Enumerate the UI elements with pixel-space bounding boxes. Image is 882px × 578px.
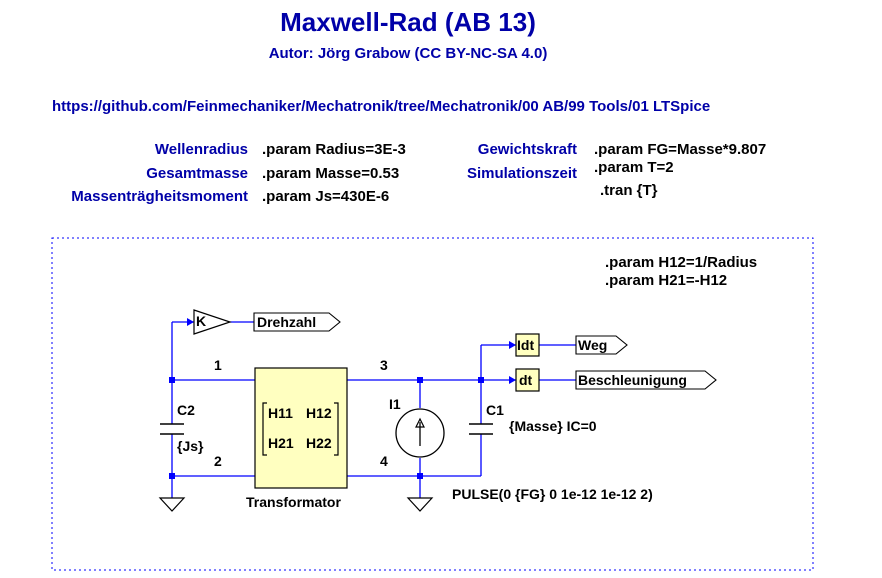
author-line: Autor: Jörg Grabow (CC BY-NC-SA 4.0) xyxy=(268,45,548,62)
h-param-2[interactable]: .param H21=-H12 xyxy=(605,272,728,289)
schematic-frame xyxy=(51,237,814,571)
c2-name[interactable]: C2 xyxy=(177,402,195,418)
simzeit-label: Simulationszeit xyxy=(466,165,577,182)
node-3-label: 3 xyxy=(380,357,388,373)
i1-value[interactable]: PULSE(0 {FG} 0 1e-12 1e-12 2) xyxy=(452,486,653,502)
differentiator-label[interactable]: dt xyxy=(519,372,533,388)
net-label-drehzahl[interactable]: Drehzahl xyxy=(257,314,317,330)
node-4-label: 4 xyxy=(380,453,388,469)
h-param-1[interactable]: .param H12=1/Radius xyxy=(605,254,758,271)
wellenradius-label: Wellenradius xyxy=(154,141,248,158)
current-source-i1 xyxy=(395,408,445,458)
gewichtskraft-param[interactable]: .param FG=Masse*9.807 xyxy=(594,141,767,158)
gain-block-k xyxy=(193,309,232,335)
matrix-h12: H12 xyxy=(306,405,332,421)
net-label-weg-shape xyxy=(575,335,628,355)
net-label-weg[interactable]: Weg xyxy=(578,337,608,353)
repository-url[interactable]: https://github.com/Feinmechaniker/Mechat… xyxy=(52,98,711,115)
matrix-h21: H21 xyxy=(268,435,294,451)
i1-name[interactable]: I1 xyxy=(389,396,401,412)
gewichtskraft-label: Gewichtskraft xyxy=(477,141,577,158)
page-title: Maxwell-Rad (AB 13) xyxy=(280,7,536,37)
capacitor-c1 xyxy=(469,423,493,435)
c2-value[interactable]: {Js} xyxy=(177,438,204,454)
net-label-drehzahl-shape xyxy=(253,312,341,332)
integrator-block xyxy=(515,333,540,357)
gain-label: K xyxy=(196,313,207,329)
node-dots xyxy=(169,377,484,479)
net-label-beschleunigung[interactable]: Beschleunigung xyxy=(578,372,687,388)
matrix-h22: H22 xyxy=(306,435,332,451)
differentiator-block xyxy=(515,368,540,392)
transformer-label[interactable]: Transformator xyxy=(246,494,341,510)
node-1-label: 1 xyxy=(214,357,222,373)
traegheit-label: Massenträgheitsmoment xyxy=(71,188,248,205)
node-2-label: 2 xyxy=(214,453,222,469)
c1-value[interactable]: {Masse} IC=0 xyxy=(509,418,597,434)
wires xyxy=(171,321,576,498)
ground-symbols xyxy=(158,497,434,512)
capacitor-c2 xyxy=(160,423,184,435)
wellenradius-param[interactable]: .param Radius=3E-3 xyxy=(262,141,406,158)
gesamtmasse-label: Gesamtmasse xyxy=(146,165,248,182)
transformer-block xyxy=(254,367,348,489)
arrowheads xyxy=(187,318,516,384)
c1-name[interactable]: C1 xyxy=(486,402,504,418)
traegheit-param[interactable]: .param Js=430E-6 xyxy=(262,188,390,205)
integrator-label[interactable]: Idt xyxy=(517,337,535,353)
tran-directive[interactable]: .tran {T} xyxy=(600,182,658,199)
gesamtmasse-param[interactable]: .param Masse=0.53 xyxy=(262,165,400,182)
simzeit-param[interactable]: .param T=2 xyxy=(594,159,674,176)
matrix-h11: H11 xyxy=(268,405,293,421)
net-label-beschleunigung-shape xyxy=(575,370,717,390)
